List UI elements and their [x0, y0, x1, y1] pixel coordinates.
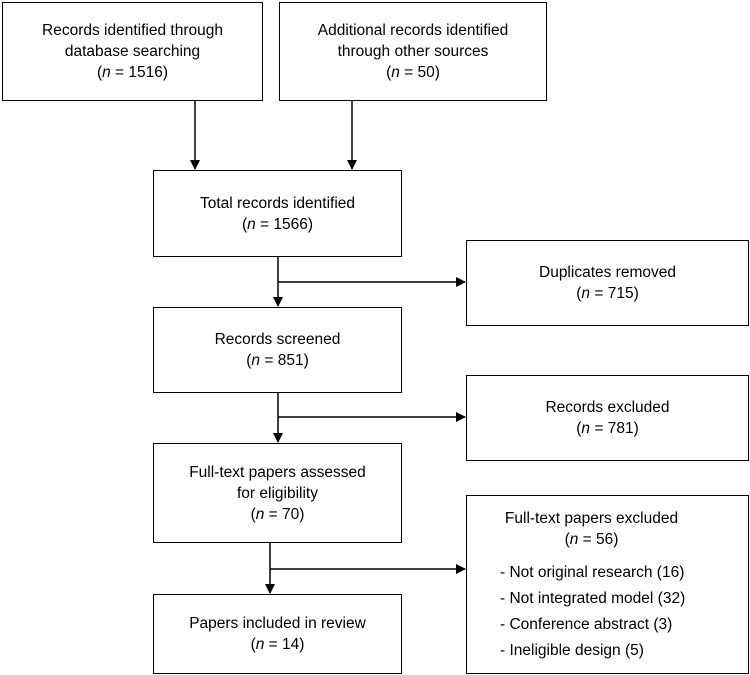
list-item: - Not original research (16): [500, 564, 685, 581]
box-label: Records identified through: [42, 22, 223, 39]
box-label: Records excluded: [545, 399, 670, 416]
box-total-records: Total records identified (n = 1566): [153, 170, 402, 257]
box-other-sources: Additional records identified through ot…: [279, 2, 547, 101]
box-label: Total records identified: [199, 194, 356, 212]
box-fulltext-assessed: Full-text papers assessed for eligibilit…: [153, 443, 402, 543]
box-label: Additional records identified: [317, 22, 509, 39]
box-duplicates-removed: Duplicates removed (n = 715): [466, 240, 749, 326]
box-records-screened: Records screened (n = 851): [153, 307, 402, 393]
list-item: - Ineligible design (5): [500, 642, 644, 659]
box-label: Records screened: [214, 331, 341, 348]
box-label: Papers included in review: [189, 615, 366, 632]
box-database-search: Records identified through database sear…: [2, 2, 263, 101]
box-label: Full-text papers assessed: [189, 463, 366, 481]
box-count: (n = 1566): [241, 215, 314, 233]
list-item: - Not integrated model (32): [500, 590, 686, 607]
box-label: database searching: [64, 43, 201, 60]
box-label: for eligibility: [237, 484, 318, 502]
box-count: (n = 1516): [96, 64, 169, 81]
exclusion-reasons-list: - Not original research (16) - Not integ…: [467, 560, 685, 664]
box-records-excluded: Records excluded (n = 781): [466, 375, 749, 461]
box-count: (n = 56): [564, 531, 619, 548]
box-label: Full-text papers excluded: [504, 510, 679, 527]
box-heading: Full-text papers excluded (n = 56): [489, 508, 694, 550]
box-label: Duplicates removed: [539, 264, 676, 281]
box-papers-included: Papers included in review (n = 14): [153, 594, 402, 674]
box-fulltext-excluded: Full-text papers excluded (n = 56) - Not…: [466, 495, 749, 674]
list-item: - Conference abstract (3): [500, 616, 673, 633]
box-count: (n = 851): [246, 352, 309, 369]
box-count: (n = 715): [576, 285, 639, 302]
box-count: (n = 781): [576, 420, 639, 437]
box-count: (n = 14): [250, 636, 305, 653]
box-count: (n = 70): [250, 505, 305, 523]
box-label: through other sources: [337, 43, 489, 60]
box-count: (n = 50): [386, 64, 440, 81]
